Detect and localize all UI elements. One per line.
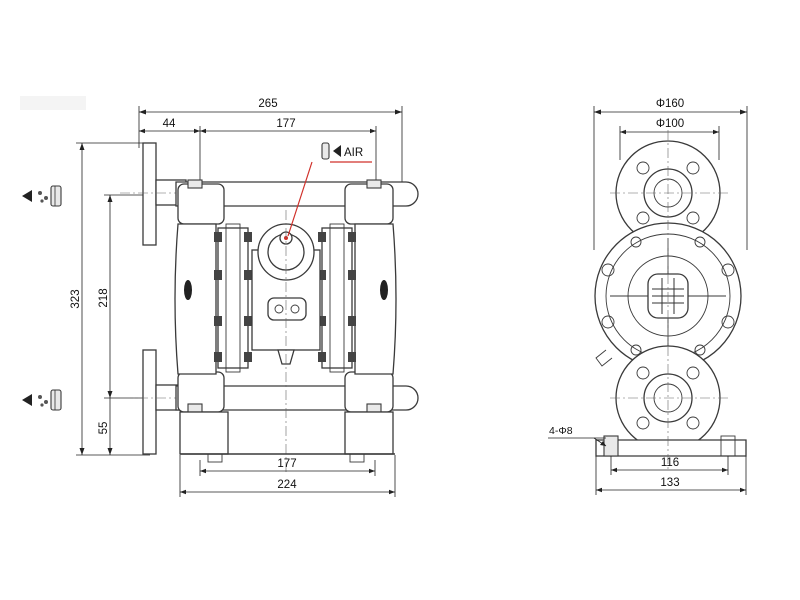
dim-mounting-holes: 4-Φ8 [548, 425, 607, 447]
dim-323-label: 323 [70, 289, 82, 308]
front-view: 265 44 177 323 218 [22, 98, 419, 497]
side-view: Φ160 Φ100 [548, 98, 748, 495]
side-bottom-flange [610, 345, 728, 451]
top-manifold [175, 179, 419, 225]
air-label: AIR [344, 147, 363, 159]
dim-foot-spacing: 177 [199, 458, 376, 476]
outlet-arrow-icon [22, 185, 62, 207]
dim-bolt-circle: Φ100 [619, 118, 720, 160]
left-diaphragm-cover [214, 223, 252, 373]
dim-177-bottom-label: 177 [277, 458, 296, 470]
dim-265-label: 265 [258, 98, 277, 110]
right-diaphragm-cover [318, 223, 356, 373]
dim-phi100-label: Φ100 [656, 118, 684, 130]
dim-55-label: 55 [98, 422, 110, 435]
dim-133-label: 133 [660, 477, 679, 489]
air-inlet-icon [321, 142, 341, 160]
dim-flange-outer: Φ160 [593, 98, 748, 250]
inlet-arrow-icon [22, 389, 62, 411]
dim-base-hole-spacing: 116 [610, 456, 729, 475]
dim-overall-height: 323 [70, 142, 150, 456]
air-pointer: AIR [287, 142, 372, 237]
dim-218-label: 218 [98, 288, 110, 307]
watermark-block [20, 96, 86, 110]
left-chamber [174, 223, 217, 375]
dim-base-height: 55 [98, 398, 113, 455]
dim-port-vertical: 218 [98, 194, 150, 399]
dim-foot-width: 224 [179, 455, 396, 497]
dim-44-label: 44 [163, 118, 176, 130]
bottom-manifold [175, 371, 419, 413]
dim-phi160-label: Φ160 [656, 98, 684, 110]
dim-inlet-and-port: 44 177 [139, 118, 377, 188]
dim-4phi8-label: 4-Φ8 [549, 425, 573, 437]
dim-116-label: 116 [661, 457, 679, 469]
side-base [595, 130, 747, 470]
feet [179, 411, 395, 463]
dim-overall-width: 265 [138, 98, 403, 200]
air-valve-body [251, 210, 321, 475]
dim-base-width: 133 [595, 456, 747, 495]
right-chamber [354, 223, 397, 375]
dim-224-label: 224 [277, 479, 297, 491]
dim-177-top-label: 177 [276, 118, 295, 130]
